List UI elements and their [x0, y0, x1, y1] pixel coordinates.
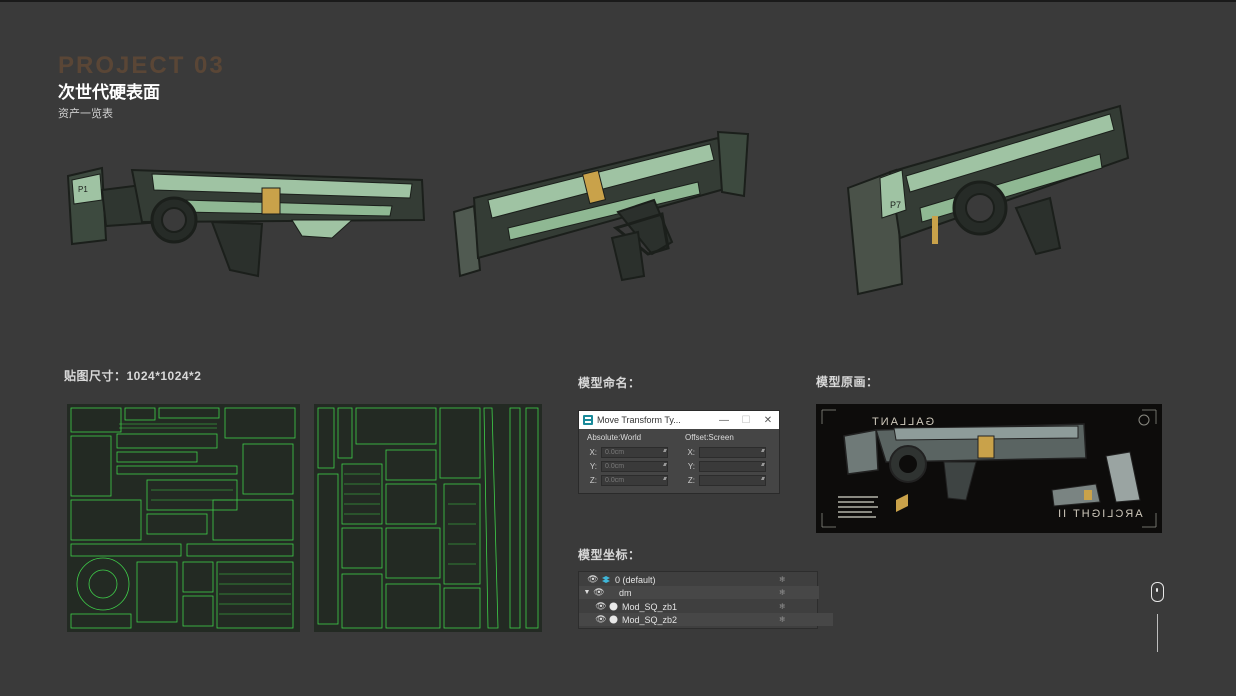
texture-size-label: 贴图尺寸：1024*1024*2 [64, 369, 202, 383]
weapon-render-side: P1 [66, 166, 426, 278]
absolute-y-label: Y: [589, 462, 597, 471]
absolute-y-spinner[interactable]: 0.0cm [601, 461, 668, 472]
weapon-render-rear: P7 [846, 104, 1130, 296]
layer-name: Mod_SQ_zb2 [622, 614, 678, 625]
page-title: 次世代硬表面 [58, 83, 160, 102]
absolute-y-row: Y: 0.0cm [587, 461, 668, 472]
model-coords-label: 模型坐标： [578, 548, 641, 562]
move-transform-dialog[interactable]: Move Transform Ty... — ☐ ✕ Absolute:Worl… [578, 410, 780, 494]
layer-row-default[interactable]: 👁 0 (default) ❄ [579, 573, 825, 586]
snowflake-icon[interactable]: ❄ [779, 602, 786, 611]
layer-row-mod-sq-zb1[interactable]: 👁 Mod_SQ_zb1 ❄ [579, 600, 833, 613]
gun-mark-p1: P1 [78, 185, 88, 194]
offset-x-label: X: [687, 448, 695, 457]
offset-z-label: Z: [687, 476, 695, 485]
offset-screen-group-title: Offset:Screen [685, 433, 734, 442]
concept-art-image: GALLANT ARCLIGHT II [816, 404, 1162, 533]
close-button[interactable]: ✕ [763, 414, 773, 426]
layer-row-mod-sq-zb2[interactable]: 👁 Mod_SQ_zb2 ❄ [579, 613, 833, 626]
dialog-titlebar[interactable]: Move Transform Ty... — ☐ ✕ [579, 411, 779, 429]
concept-brand-bottom: ARCLIGHT II [1056, 508, 1143, 520]
model-naming-label: 模型命名： [578, 376, 641, 390]
gun-mark-p7: P7 [890, 200, 901, 210]
offset-x-row: X: [685, 447, 766, 458]
absolute-z-row: Z: 0.0cm [587, 475, 668, 486]
snowflake-icon[interactable]: ❄ [779, 588, 786, 597]
eye-icon[interactable]: 👁 [595, 614, 607, 624]
concept-art-label: 模型原画： [816, 375, 879, 389]
layer-name: 0 (default) [615, 574, 656, 585]
expand-triangle-icon[interactable]: ▼ [583, 589, 591, 596]
absolute-x-row: X: 0.0cm [587, 447, 668, 458]
absolute-z-label: Z: [589, 476, 597, 485]
concept-art-drawing [816, 404, 1162, 533]
mouse-scroll-icon [1151, 582, 1164, 602]
layer-name: dm [619, 587, 632, 598]
offset-y-row: Y: [685, 461, 766, 472]
scroll-indicator-line [1157, 614, 1158, 652]
weapon-render-angle [452, 130, 750, 282]
offset-z-spinner[interactable] [699, 475, 766, 486]
app-logo-icon [583, 415, 593, 425]
concept-brand-top: GALLANT [870, 416, 935, 428]
project-label: PROJECT 03 [58, 52, 225, 79]
offset-x-spinner[interactable] [699, 447, 766, 458]
snowflake-icon[interactable]: ❄ [779, 575, 786, 584]
eye-icon[interactable]: 👁 [587, 574, 599, 584]
object-sphere-icon [609, 615, 618, 624]
object-sphere-icon [609, 602, 618, 611]
absolute-x-spinner[interactable]: 0.0cm [601, 447, 668, 458]
offset-y-label: Y: [687, 462, 695, 471]
eye-icon[interactable]: 👁 [595, 601, 607, 611]
layer-explorer-panel: 👁 0 (default) ❄ ▼ 👁 dm ❄ 👁 Mod_SQ_zb1 ❄ … [578, 571, 833, 629]
eye-icon[interactable]: 👁 [593, 587, 605, 597]
dialog-title: Move Transform Ty... [597, 415, 681, 425]
dialog-body: Absolute:World Offset:Screen X: 0.0cm Y:… [579, 429, 779, 493]
layer-name: Mod_SQ_zb1 [622, 601, 678, 612]
uv-layout-sheet-2 [314, 404, 542, 632]
absolute-world-group-title: Absolute:World [587, 433, 642, 442]
absolute-z-spinner[interactable]: 0.0cm [601, 475, 668, 486]
layer-row-dm[interactable]: ▼ 👁 dm ❄ [579, 586, 819, 599]
offset-y-spinner[interactable] [699, 461, 766, 472]
uv-layout-sheet-1 [67, 404, 300, 632]
layer-stack-icon [602, 575, 610, 583]
absolute-x-label: X: [589, 448, 597, 457]
offset-z-row: Z: [685, 475, 766, 486]
minimize-button[interactable]: — [719, 414, 729, 426]
page-subtitle: 资产一览表 [58, 108, 113, 120]
maximize-button[interactable]: ☐ [741, 414, 751, 426]
snowflake-icon[interactable]: ❄ [779, 615, 786, 624]
top-border [0, 0, 1236, 2]
